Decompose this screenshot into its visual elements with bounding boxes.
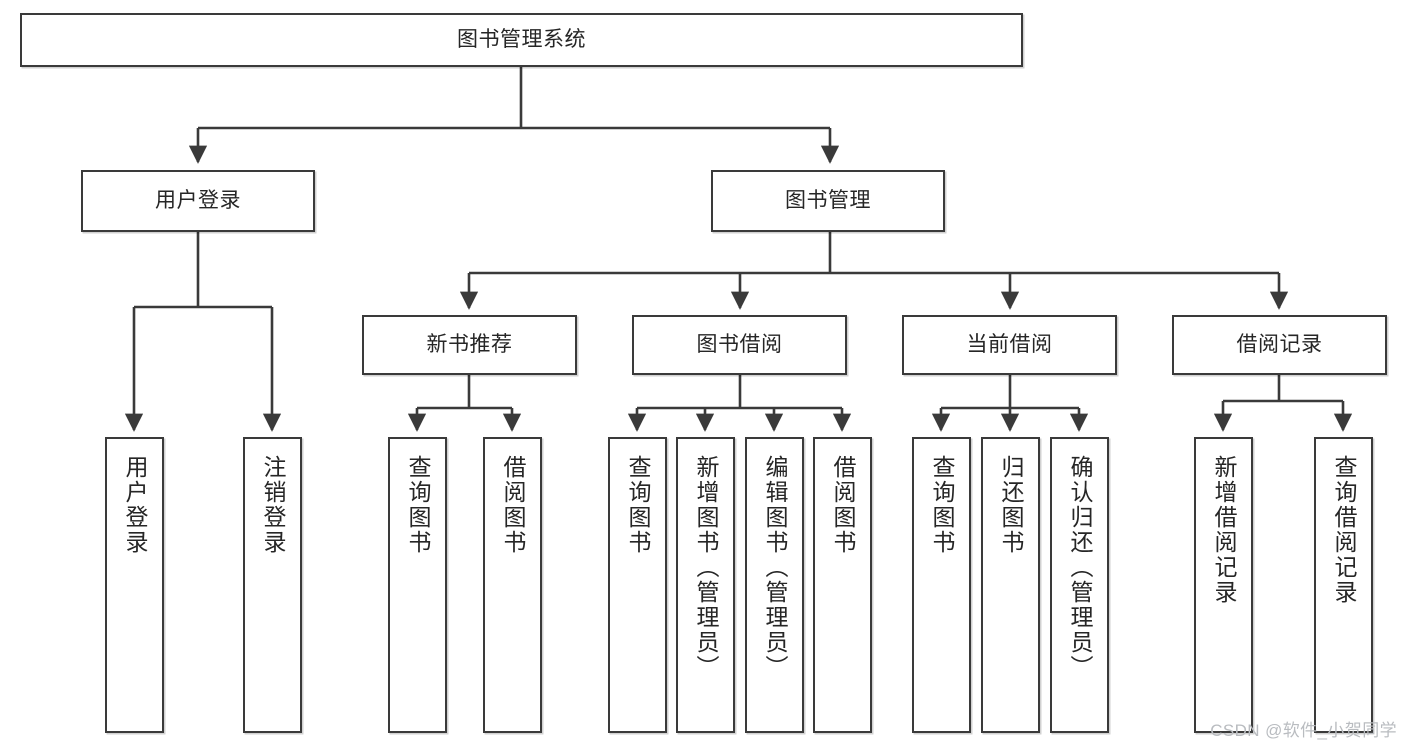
node-book-borrow[interactable]: 图书借阅 bbox=[632, 315, 847, 375]
leaf-user-login-logout[interactable]: 注销登录 bbox=[243, 437, 302, 733]
leaf-book-borrow-query-book[interactable]: 查询图书 bbox=[608, 437, 667, 733]
leaf-user-login-login[interactable]: 用户登录 bbox=[105, 437, 164, 733]
node-label: 借阅图书 bbox=[830, 455, 856, 555]
node-label: 查询图书 bbox=[625, 455, 651, 555]
node-label: 归还图书 bbox=[998, 455, 1024, 555]
node-label: 查询图书 bbox=[405, 455, 431, 555]
node-label: 新书推荐 bbox=[426, 332, 513, 356]
node-label: 用户登录 bbox=[122, 455, 148, 555]
node-label: 当前借阅 bbox=[966, 332, 1053, 356]
node-current-borrow[interactable]: 当前借阅 bbox=[902, 315, 1117, 375]
node-label: 图书管理 bbox=[785, 188, 871, 212]
leaf-new-book-query-book[interactable]: 查询图书 bbox=[388, 437, 447, 733]
node-label: 图书借阅 bbox=[696, 332, 783, 356]
node-label: 借阅图书 bbox=[500, 455, 526, 555]
node-label: 新增图书（管理员） bbox=[693, 455, 719, 680]
node-label: 借阅记录 bbox=[1236, 332, 1323, 356]
leaf-borrow-record-query-record[interactable]: 查询借阅记录 bbox=[1314, 437, 1373, 733]
leaf-current-borrow-query-book[interactable]: 查询图书 bbox=[912, 437, 971, 733]
node-label: 查询借阅记录 bbox=[1331, 455, 1357, 605]
node-label: 确认归还（管理员） bbox=[1067, 455, 1093, 680]
node-label: 新增借阅记录 bbox=[1211, 455, 1237, 605]
leaf-book-borrow-borrow-book[interactable]: 借阅图书 bbox=[813, 437, 872, 733]
leaf-book-borrow-add-book[interactable]: 新增图书（管理员） bbox=[676, 437, 735, 733]
node-borrow-record[interactable]: 借阅记录 bbox=[1172, 315, 1387, 375]
leaf-current-borrow-return-book[interactable]: 归还图书 bbox=[981, 437, 1040, 733]
node-book-management-system[interactable]: 图书管理系统 bbox=[20, 13, 1023, 67]
node-label: 用户登录 bbox=[155, 188, 241, 212]
node-label: 注销登录 bbox=[260, 455, 286, 555]
node-book-management[interactable]: 图书管理 bbox=[711, 170, 945, 232]
node-label: 查询图书 bbox=[929, 455, 955, 555]
node-new-book-recommend[interactable]: 新书推荐 bbox=[362, 315, 577, 375]
leaf-new-book-borrow-book[interactable]: 借阅图书 bbox=[483, 437, 542, 733]
node-label: 编辑图书（管理员） bbox=[762, 455, 788, 680]
leaf-book-borrow-edit-book[interactable]: 编辑图书（管理员） bbox=[745, 437, 804, 733]
node-label: 图书管理系统 bbox=[457, 27, 586, 51]
leaf-current-borrow-confirm-return[interactable]: 确认归还（管理员） bbox=[1050, 437, 1109, 733]
node-user-login[interactable]: 用户登录 bbox=[81, 170, 315, 232]
leaf-borrow-record-add-record[interactable]: 新增借阅记录 bbox=[1194, 437, 1253, 733]
